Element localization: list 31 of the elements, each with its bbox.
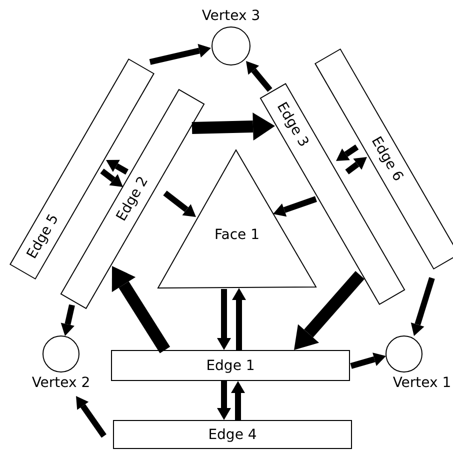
edge-box: [111, 350, 350, 381]
edge-box: [113, 420, 352, 449]
edge-box: [60, 88, 204, 310]
arrow: [100, 168, 123, 187]
arrow: [294, 271, 364, 350]
node-label: Vertex 2: [32, 375, 90, 391]
arrow: [60, 304, 75, 336]
arrow: [273, 196, 317, 217]
arrow: [246, 61, 272, 92]
edge-box: [314, 48, 453, 270]
arrow: [345, 157, 367, 174]
arrow: [106, 160, 128, 175]
node-label: Edge 4: [208, 426, 257, 442]
arrow: [112, 266, 170, 354]
node-label: Vertex 1: [392, 375, 452, 391]
node-label: Edge 1: [206, 358, 255, 374]
edge-box: [259, 83, 405, 305]
node-label: Face 1: [213, 227, 260, 243]
arrow: [336, 144, 359, 161]
arrow: [76, 396, 106, 438]
arrow: [410, 277, 435, 336]
arrow: [163, 190, 196, 217]
arrow: [350, 352, 386, 369]
arrow: [217, 381, 231, 420]
arrow: [217, 289, 231, 350]
edge-box: [10, 58, 154, 280]
node-label: Vertex 3: [202, 8, 260, 24]
arrow: [232, 288, 246, 350]
arrow: [149, 44, 211, 65]
arrow: [231, 381, 245, 420]
arrow: [192, 112, 275, 141]
